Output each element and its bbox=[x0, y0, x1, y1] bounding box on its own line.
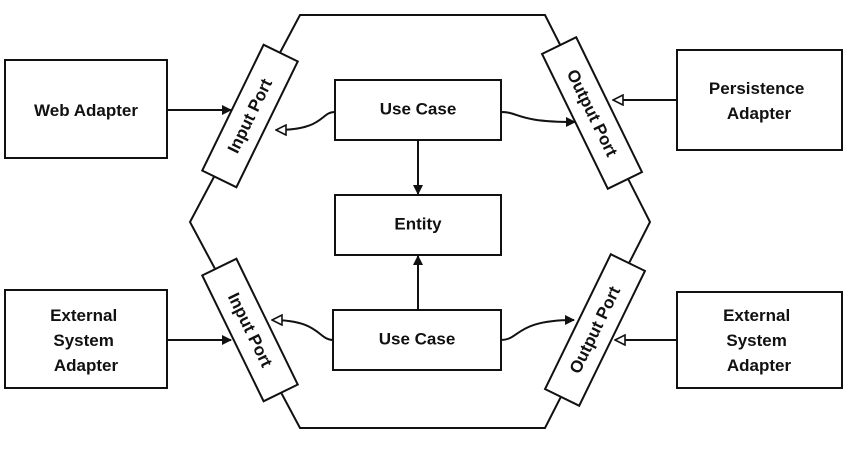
persistence-adapter-box[interactable]: Persistence Adapter bbox=[676, 49, 843, 151]
persistence-adapter-label: Persistence Adapter bbox=[709, 79, 809, 123]
use-case-bottom-label: Use Case bbox=[379, 329, 456, 348]
external-adapter-left-line-2: System bbox=[53, 331, 113, 350]
use-case-bottom-box[interactable]: Use Case bbox=[332, 309, 502, 371]
use-case-top-label: Use Case bbox=[380, 99, 457, 118]
external-adapter-left-line-1: External bbox=[50, 306, 117, 325]
arrow-use-case-bottom-to-output-port bbox=[500, 315, 575, 341]
web-adapter-line-1: Web Adapter bbox=[34, 101, 138, 120]
external-adapter-left-line-3: Adapter bbox=[54, 356, 119, 375]
arrow-use-case-top-to-input-port bbox=[276, 111, 336, 130]
entity-label: Entity bbox=[394, 214, 442, 233]
external-adapter-left-label: External System Adapter bbox=[50, 306, 122, 375]
external-adapter-right-line-2: System bbox=[726, 331, 786, 350]
external-adapter-right-line-3: Adapter bbox=[727, 356, 792, 375]
web-adapter-label: Web Adapter bbox=[34, 101, 138, 120]
arrow-use-case-top-to-output-port bbox=[500, 111, 576, 127]
input-port-bottom-box[interactable]: Input Port bbox=[200, 257, 300, 403]
external-adapter-right-label: External System Adapter bbox=[723, 306, 795, 375]
arrow-use-case-bottom-to-input-port bbox=[272, 320, 334, 341]
external-system-adapter-left-box[interactable]: External System Adapter bbox=[4, 289, 168, 389]
external-adapter-right-line-1: External bbox=[723, 306, 790, 325]
entity-box[interactable]: Entity bbox=[334, 194, 502, 256]
external-system-adapter-right-box[interactable]: External System Adapter bbox=[676, 291, 843, 389]
persistence-adapter-line-1: Persistence bbox=[709, 79, 804, 98]
web-adapter-box[interactable]: Web Adapter bbox=[4, 59, 168, 159]
persistence-adapter-line-2: Adapter bbox=[727, 104, 792, 123]
use-case-top-box[interactable]: Use Case bbox=[334, 79, 502, 141]
